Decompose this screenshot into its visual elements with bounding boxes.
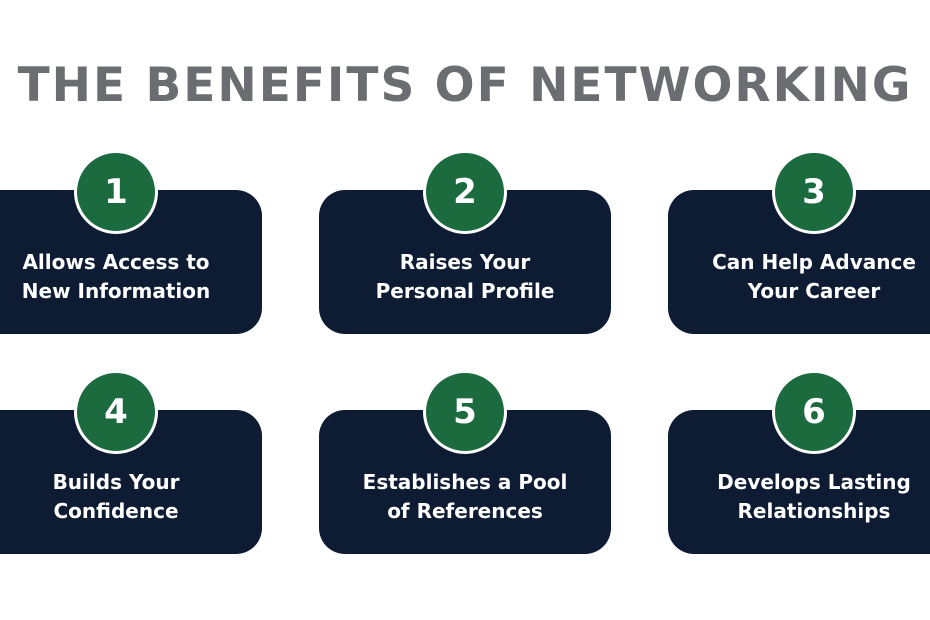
benefit-number-badge-5: 5: [423, 370, 507, 454]
benefit-number-badge-6: 6: [772, 370, 856, 454]
benefit-label-line1: Establishes a Pool: [362, 470, 568, 494]
benefit-label: Raises Your Personal Profile: [319, 248, 611, 306]
benefit-card-3: Can Help Advance Your Career: [668, 190, 930, 334]
benefit-label-line2: of References: [387, 499, 543, 523]
benefit-label-line1: Allows Access to: [22, 250, 210, 274]
benefit-label-line2: Confidence: [53, 499, 179, 523]
benefit-label: Can Help Advance Your Career: [668, 248, 930, 306]
benefit-label-line2: Your Career: [747, 279, 881, 303]
benefit-number-badge-3: 3: [772, 150, 856, 234]
benefit-label-line1: Can Help Advance: [712, 250, 916, 274]
benefit-label-line1: Builds Your: [52, 470, 180, 494]
benefit-number-badge-2: 2: [423, 150, 507, 234]
benefit-label-line2: Relationships: [737, 499, 891, 523]
benefit-label-line1: Raises Your: [399, 250, 531, 274]
benefit-label-line2: New Information: [21, 279, 211, 303]
benefit-label: Allows Access to New Information: [0, 248, 262, 306]
benefit-label: Builds Your Confidence: [0, 468, 262, 526]
benefit-number-badge-1: 1: [74, 150, 158, 234]
benefit-number-badge-4: 4: [74, 370, 158, 454]
benefit-label-line1: Develops Lasting: [717, 470, 911, 494]
benefit-label: Establishes a Pool of References: [319, 468, 611, 526]
benefit-label-line2: Personal Profile: [375, 279, 555, 303]
benefit-label: Develops Lasting Relationships: [668, 468, 930, 526]
page-title: THE BENEFITS OF NETWORKING: [17, 58, 913, 113]
